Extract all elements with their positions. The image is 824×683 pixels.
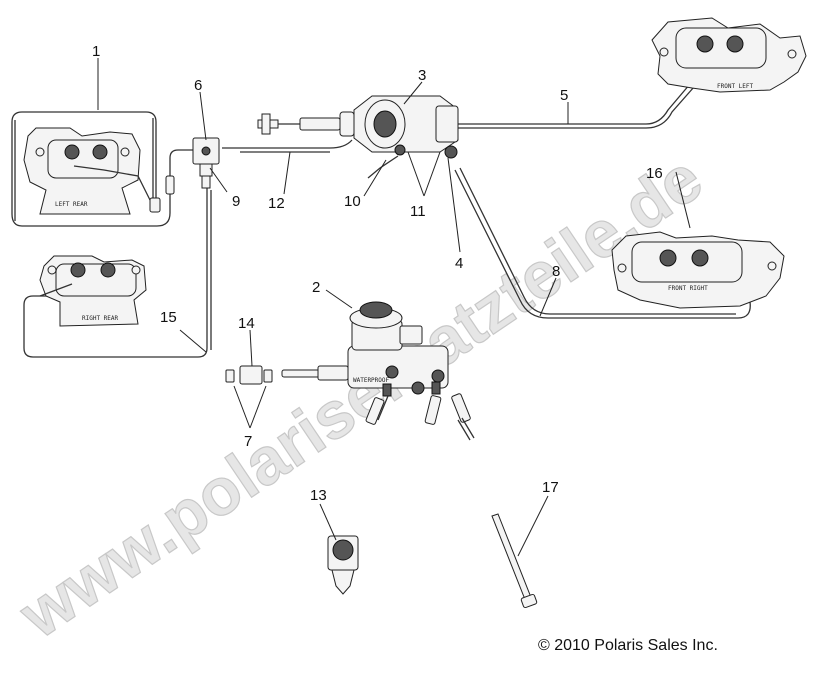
callout-2: 2 — [312, 279, 320, 296]
callout-8: 8 — [552, 263, 560, 280]
callout-numbers: 1 2 3 4 5 6 7 8 9 10 11 12 13 14 15 16 1… — [92, 43, 663, 504]
callout-13: 13 — [310, 487, 327, 504]
cable-tie — [491, 513, 538, 609]
master-cylinder: WATERPROOF — [281, 301, 475, 441]
clevis-pin — [225, 365, 273, 385]
left-rear-label: LEFT REAR — [55, 201, 88, 208]
junction-block — [192, 137, 220, 189]
callout-6: 6 — [194, 77, 202, 94]
callout-4: 4 — [455, 255, 463, 272]
caliper-right-rear: RIGHT REAR — [39, 255, 147, 327]
callout-12: 12 — [268, 195, 285, 212]
caliper-left-rear: LEFT REAR — [23, 127, 151, 215]
callout-1: 1 — [92, 43, 100, 60]
leader-lines — [97, 58, 569, 557]
caliper-front-left: FRONT LEFT — [651, 17, 807, 93]
brake-lines — [11, 57, 751, 358]
callout-9: 9 — [232, 193, 240, 210]
callout-16: 16 — [646, 165, 663, 182]
callout-7: 7 — [244, 433, 252, 450]
line-fittings — [149, 175, 175, 213]
watermark: www.polarisersatzteile.de — [5, 140, 715, 653]
callout-11: 11 — [410, 203, 426, 220]
callout-14: 14 — [238, 315, 255, 332]
brake-line-1 — [11, 111, 171, 227]
callout-15: 15 — [160, 309, 177, 326]
bracket-13 — [327, 535, 359, 595]
brake-line-8 — [454, 169, 751, 319]
master-cylinder-label: WATERPROOF — [353, 377, 390, 384]
brake-line-12 — [222, 139, 353, 149]
callout-5: 5 — [560, 87, 568, 104]
brake-line-5 — [455, 57, 713, 125]
brake-line-15 — [23, 186, 208, 358]
callout-10: 10 — [344, 193, 361, 210]
copyright-text: © 2010 Polaris Sales Inc. — [538, 637, 718, 654]
callout-3: 3 — [418, 67, 426, 84]
watermark-text: www.polarisersatzteile.de — [6, 140, 715, 652]
front-right-label: FRONT RIGHT — [668, 285, 708, 292]
callout-17: 17 — [542, 479, 559, 496]
caliper-front-right: FRONT RIGHT — [611, 231, 785, 309]
valve-assembly — [257, 95, 459, 179]
front-left-label: FRONT LEFT — [717, 83, 754, 90]
right-rear-label: RIGHT REAR — [82, 315, 119, 322]
